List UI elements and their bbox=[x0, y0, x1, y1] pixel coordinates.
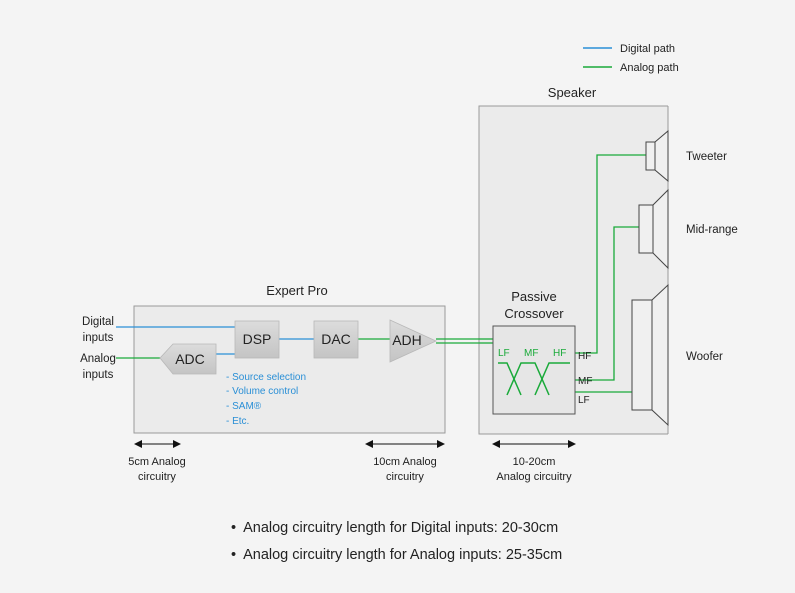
dsp-feature-item: - Etc. bbox=[226, 416, 249, 427]
crossover-curves bbox=[498, 362, 570, 396]
analog-inputs-line2: inputs bbox=[83, 369, 114, 381]
measure-10cm-line2: circuitry bbox=[386, 471, 424, 483]
adh-block: ADH bbox=[389, 319, 437, 363]
measurement-labels: 5cm Analog circuitry 10cm Analog circuit… bbox=[128, 456, 572, 483]
dsp-block: DSP bbox=[234, 320, 280, 359]
woofer-driver bbox=[631, 283, 669, 427]
crossover-out-mf: MF bbox=[578, 376, 592, 387]
analog-inputs-line1: Analog bbox=[80, 353, 116, 365]
legend: Digital path Analog path bbox=[583, 43, 679, 74]
midrange-driver bbox=[638, 188, 669, 270]
note-digital-inputs: Analog circuitry length for Digital inpu… bbox=[231, 518, 562, 545]
dsp-features: - Source selection - Volume control - SA… bbox=[226, 372, 306, 427]
dsp-feature-item: - SAM® bbox=[226, 401, 262, 412]
tweeter-driver bbox=[645, 129, 669, 183]
tweeter-label: Tweeter bbox=[686, 151, 727, 163]
adh-label: ADH bbox=[392, 332, 422, 348]
digital-inputs-line1: Digital bbox=[82, 316, 114, 328]
legend-analog-label: Analog path bbox=[620, 62, 679, 74]
digital-inputs-line2: inputs bbox=[83, 332, 114, 344]
note-analog-inputs: Analog circuitry length for Analog input… bbox=[231, 545, 562, 572]
crossover-title-line1: Passive bbox=[511, 289, 557, 304]
expert-pro-title: Expert Pro bbox=[266, 283, 327, 298]
measure-5cm-line1: 5cm Analog bbox=[128, 456, 185, 468]
notes-list: Analog circuitry length for Digital inpu… bbox=[231, 518, 562, 572]
adc-label: ADC bbox=[175, 351, 205, 367]
adc-block: ADC bbox=[159, 343, 217, 375]
input-labels: Digital inputs Analog inputs bbox=[80, 316, 116, 381]
dsp-label: DSP bbox=[243, 331, 272, 347]
crossover-band-mf: MF bbox=[524, 348, 538, 359]
crossover-out-lf: LF bbox=[578, 395, 590, 406]
dsp-feature-item: - Source selection bbox=[226, 372, 306, 383]
dac-label: DAC bbox=[321, 331, 351, 347]
midrange-label: Mid-range bbox=[686, 224, 738, 236]
crossover-band-hf: HF bbox=[553, 348, 566, 359]
legend-digital-label: Digital path bbox=[620, 43, 675, 55]
woofer-label: Woofer bbox=[686, 351, 723, 363]
measure-10cm-line1: 10cm Analog bbox=[373, 456, 437, 468]
driver-labels: Tweeter Mid-range Woofer bbox=[686, 151, 738, 363]
measure-10-20cm-line1: 10-20cm bbox=[513, 456, 556, 468]
speaker-title: Speaker bbox=[548, 85, 597, 100]
dsp-feature-item: - Volume control bbox=[226, 386, 298, 397]
passive-crossover: Passive Crossover LF MF HF HF MF LF bbox=[492, 289, 592, 415]
dac-block: DAC bbox=[313, 320, 359, 359]
measure-10-20cm-line2: Analog circuitry bbox=[496, 471, 572, 483]
analog-path bbox=[116, 154, 646, 393]
crossover-title-line2: Crossover bbox=[504, 306, 564, 321]
crossover-out-hf: HF bbox=[578, 351, 591, 362]
measure-5cm-line2: circuitry bbox=[138, 471, 176, 483]
crossover-band-lf: LF bbox=[498, 348, 510, 359]
